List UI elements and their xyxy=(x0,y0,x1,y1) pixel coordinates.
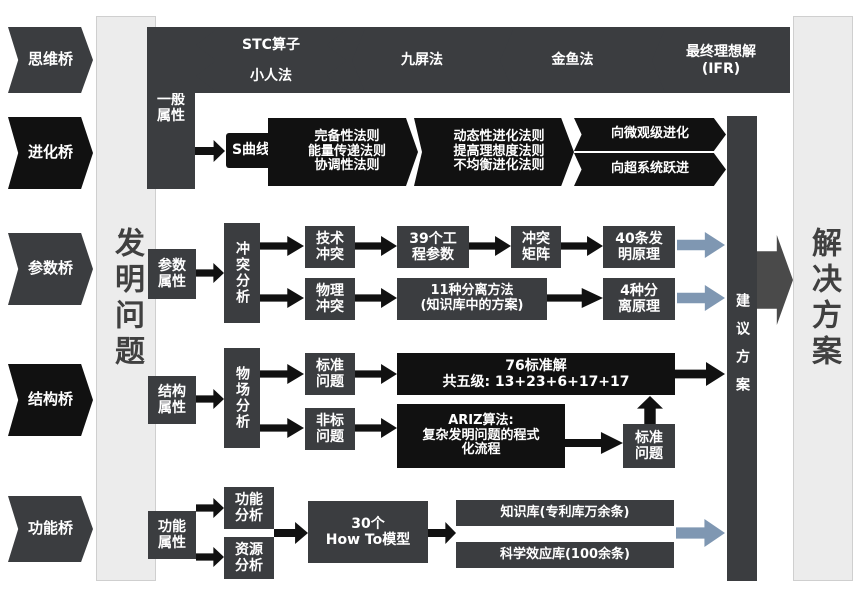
arrow-func-to-proposal xyxy=(676,519,725,547)
arrow-struct-to-proposal xyxy=(675,362,725,386)
arrow-struct-2 xyxy=(260,364,304,384)
substance-field-label: 物场分析 xyxy=(234,366,251,430)
arrow-func-2 xyxy=(196,547,224,567)
structure-attribute: 结构 属性 xyxy=(148,376,196,424)
howto-models: 30个 How To模型 xyxy=(308,501,428,563)
arrow-param-5 xyxy=(469,236,511,256)
bridge-evolution: 进化桥 xyxy=(8,117,93,189)
arrow-to-s-curve xyxy=(195,140,225,162)
engineering-parameters-39: 39个工 程参数 xyxy=(397,226,469,268)
bridge-function: 功能桥 xyxy=(8,496,93,562)
arrow-struct-1 xyxy=(196,389,224,409)
invention-problem-panel: 发明问题 xyxy=(96,16,156,581)
effects-base: 科学效应库(100余条) xyxy=(456,542,674,568)
knowledge-base: 知识库(专利库万余条) xyxy=(456,500,674,526)
ariz-algorithm: ARIZ算法: 复杂发明问题的程式 化流程 xyxy=(397,404,565,468)
arrow-struct-up xyxy=(637,396,663,424)
proposal-column: 建议方案 xyxy=(727,116,757,581)
function-analysis: 功能 分析 xyxy=(224,487,274,529)
stc-operator: STC算子 xyxy=(196,30,346,60)
arrow-func-1 xyxy=(196,498,224,518)
nine-screen-method: 九屏法 xyxy=(352,30,492,91)
arrow-param-to-proposal-2 xyxy=(677,285,725,311)
invention-problem-label: 发明问题 xyxy=(109,226,144,371)
technical-conflict: 技术 冲突 xyxy=(305,226,355,268)
parameter-attribute: 参数 属性 xyxy=(148,249,196,299)
conflict-matrix: 冲突 矩阵 xyxy=(511,226,561,268)
arrow-param-1 xyxy=(196,263,224,283)
proposal-label: 建议方案 xyxy=(734,292,751,405)
nonstandard-problem: 非标 问题 xyxy=(305,408,355,450)
substance-field-analysis: 物场分析 xyxy=(224,348,260,448)
conflict-analysis: 冲突分析 xyxy=(224,223,260,323)
standard-problem-left: 标准 问题 xyxy=(305,353,355,395)
arrow-param-6 xyxy=(561,236,603,256)
s-curve: S曲线 xyxy=(226,133,276,168)
resource-analysis: 资源 分析 xyxy=(224,537,274,579)
arrow-struct-5 xyxy=(355,418,397,438)
bridge-parameter: 参数桥 xyxy=(8,233,93,305)
bridge-structure: 结构桥 xyxy=(8,364,93,436)
separation-principles-4: 4种分 离原理 xyxy=(603,278,675,320)
arrow-param-8 xyxy=(547,288,603,308)
arrow-to-solution xyxy=(757,235,793,325)
supersystem-leap: 向超系统跃进 xyxy=(574,153,726,186)
laws-group-a: 完备性法则 能量传递法则 协调性法则 xyxy=(268,118,418,186)
physical-conflict: 物理 冲突 xyxy=(305,278,355,320)
arrow-func-3 xyxy=(274,522,308,544)
laws-group-b: 动态性进化法则 提高理想度法则 不均衡进化法则 xyxy=(414,118,574,186)
bridge-thinking: 思维桥 xyxy=(8,27,93,93)
standard-problem-right: 标准 问题 xyxy=(623,424,675,468)
arrow-param-7 xyxy=(355,288,397,308)
arrow-param-4 xyxy=(355,236,397,256)
arrow-struct-4 xyxy=(355,364,397,384)
arrow-func-4 xyxy=(428,522,456,544)
arrow-struct-3 xyxy=(260,418,304,438)
micro-evolution: 向微观级进化 xyxy=(574,118,726,151)
conflict-analysis-label: 冲突分析 xyxy=(234,241,251,305)
standard-solutions-76: 76标准解 共五级: 13+23+6+17+17 xyxy=(397,353,675,395)
arrow-struct-6 xyxy=(565,432,623,454)
arrow-param-2 xyxy=(260,236,304,256)
function-attribute: 功能 属性 xyxy=(148,511,196,559)
goldfish-method: 金鱼法 xyxy=(500,30,645,91)
solution-panel: 解决方案 xyxy=(793,16,853,581)
arrow-param-to-proposal-1 xyxy=(677,232,725,258)
solution-label: 解决方案 xyxy=(806,226,841,371)
arrow-param-3 xyxy=(260,288,304,308)
ifr: 最终理想解 (IFR) xyxy=(652,30,790,91)
little-people-method: 小人法 xyxy=(196,61,346,91)
inventive-principles-40: 40条发 明原理 xyxy=(603,226,675,268)
separation-methods-11: 11种分离方法 (知识库中的方案) xyxy=(397,278,547,320)
